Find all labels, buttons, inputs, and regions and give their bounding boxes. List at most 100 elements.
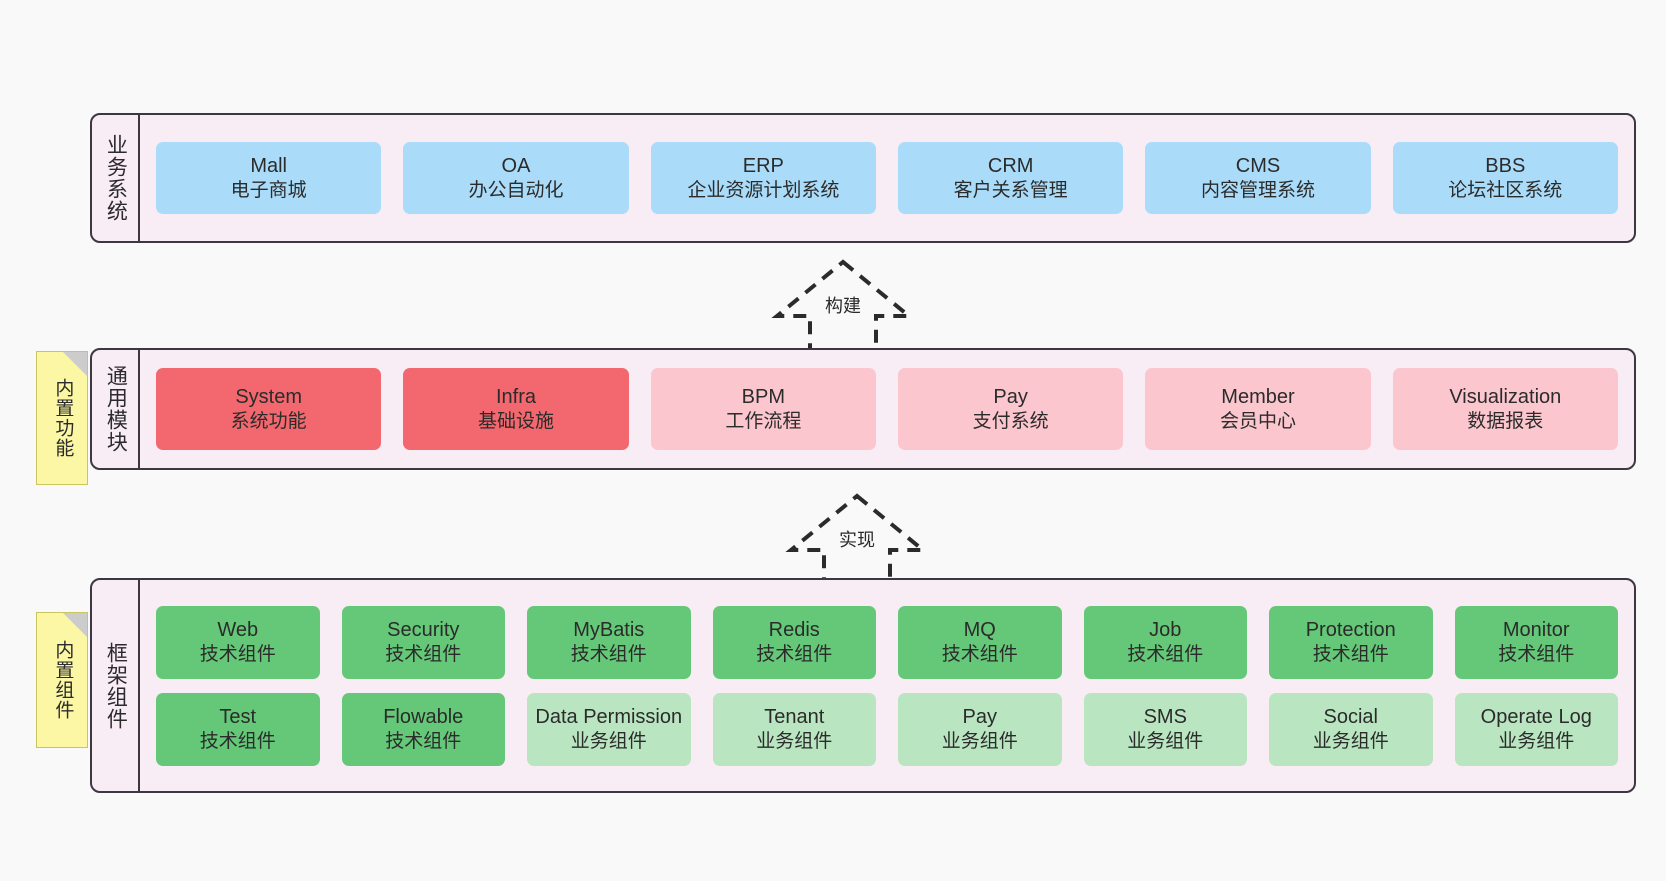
framework-row-business: Test 技术组件 Flowable 技术组件 Data Permission … [156,692,1618,766]
card-subtitle: 支付系统 [972,410,1049,432]
card-visualization[interactable]: Visualization 数据报表 [1392,368,1618,450]
note-builtin-function[interactable]: 内置功能 [36,351,88,485]
card-pay-component[interactable]: Pay 业务组件 [898,692,1062,766]
card-bbs[interactable]: BBS 论坛社区系统 [1392,142,1618,214]
card-subtitle: 客户关系管理 [953,179,1068,201]
common-modules-row: System 系统功能 Infra 基础设施 BPM 工作流程 Pay 支付系统… [156,368,1618,450]
card-subtitle: 数据报表 [1467,410,1544,432]
card-security[interactable]: Security 技术组件 [341,605,505,679]
card-social[interactable]: Social 业务组件 [1269,692,1433,766]
connector-realize: 实现 [772,492,942,592]
card-subtitle: 基础设施 [477,410,554,432]
card-test[interactable]: Test 技术组件 [156,692,320,766]
card-subtitle: 论坛社区系统 [1448,179,1563,201]
layer-body-common-modules: System 系统功能 Infra 基础设施 BPM 工作流程 Pay 支付系统… [140,350,1634,468]
card-subtitle: 系统功能 [230,410,307,432]
card-title: Job [1149,618,1182,641]
card-title: Visualization [1449,385,1562,408]
card-sms[interactable]: SMS 业务组件 [1083,692,1247,766]
card-title: Redis [768,618,820,641]
card-crm[interactable]: CRM 客户关系管理 [897,142,1124,214]
layer-label-framework-components: 框架组件 [92,580,140,791]
layer-body-framework-components: Web 技术组件 Security 技术组件 MyBatis 技术组件 Redi… [140,580,1634,791]
card-subtitle: 技术组件 [199,730,276,752]
card-title: Pay [993,385,1028,408]
card-subtitle: 内容管理系统 [1200,179,1315,201]
card-title: Security [387,618,460,641]
card-subtitle: 技术组件 [570,643,647,665]
note-label: 内置功能 [52,378,74,458]
layer-common-modules: 通用模块 System 系统功能 Infra 基础设施 BPM 工作流程 Pay… [90,348,1636,470]
layer-label-common-modules: 通用模块 [92,350,140,468]
card-redis[interactable]: Redis 技术组件 [712,605,876,679]
card-title: CRM [987,154,1034,177]
card-subtitle: 工作流程 [725,410,802,432]
card-cms[interactable]: CMS 内容管理系统 [1145,142,1371,214]
card-title: OA [501,154,531,177]
card-subtitle: 业务组件 [1498,730,1575,752]
card-member[interactable]: Member 会员中心 [1145,368,1371,450]
card-operate-log[interactable]: Operate Log 业务组件 [1454,692,1618,766]
note-fold-corner-icon [63,613,87,637]
card-mq[interactable]: MQ 技术组件 [898,605,1062,679]
note-label: 内置组件 [52,640,74,720]
connector-realize-label: 实现 [839,530,875,550]
card-subtitle: 办公自动化 [468,179,564,201]
connector-build-label: 构建 [825,296,861,316]
card-subtitle: 会员中心 [1219,410,1296,432]
connector-build: 构建 [758,258,928,358]
card-subtitle: 企业资源计划系统 [687,179,840,201]
card-title: Data Permission [535,705,683,728]
card-title: MyBatis [573,618,645,641]
layer-framework-components: 框架组件 Web 技术组件 Security 技术组件 MyBatis 技术组件… [90,578,1636,793]
card-title: Monitor [1502,618,1570,641]
note-fold-corner-icon [63,352,87,376]
card-subtitle: 技术组件 [1312,643,1389,665]
layer-body-business-systems: Mall 电子商城 OA 办公自动化 ERP 企业资源计划系统 CRM 客户关系… [140,115,1634,241]
card-title: Member [1221,385,1295,408]
card-title: Operate Log [1480,705,1592,728]
card-title: Web [217,618,259,641]
card-title: Test [219,705,257,728]
card-subtitle: 电子商城 [230,179,307,201]
card-title: ERP [742,154,784,177]
card-subtitle: 技术组件 [199,643,276,665]
card-title: System [235,385,302,408]
card-mybatis[interactable]: MyBatis 技术组件 [527,605,691,679]
card-title: Infra [495,385,536,408]
card-pay-module[interactable]: Pay 支付系统 [897,368,1124,450]
card-subtitle: 技术组件 [1498,643,1575,665]
business-systems-row: Mall 电子商城 OA 办公自动化 ERP 企业资源计划系统 CRM 客户关系… [156,142,1618,214]
card-flowable[interactable]: Flowable 技术组件 [341,692,505,766]
card-subtitle: 技术组件 [941,643,1018,665]
card-bpm[interactable]: BPM 工作流程 [650,368,876,450]
card-data-permission[interactable]: Data Permission 业务组件 [527,692,691,766]
card-title: BBS [1485,154,1526,177]
framework-row-technical: Web 技术组件 Security 技术组件 MyBatis 技术组件 Redi… [156,605,1618,679]
card-title: CMS [1235,154,1281,177]
card-tenant[interactable]: Tenant 业务组件 [712,692,876,766]
card-infra[interactable]: Infra 基础设施 [403,368,629,450]
card-mall[interactable]: Mall 电子商城 [156,142,382,214]
card-title: BPM [741,385,785,408]
card-job[interactable]: Job 技术组件 [1083,605,1247,679]
card-subtitle: 业务组件 [756,730,833,752]
card-protection[interactable]: Protection 技术组件 [1269,605,1433,679]
note-builtin-component[interactable]: 内置组件 [36,612,88,748]
card-title: Protection [1305,618,1396,641]
card-subtitle: 业务组件 [1127,730,1204,752]
card-web[interactable]: Web 技术组件 [156,605,320,679]
card-oa[interactable]: OA 办公自动化 [403,142,629,214]
card-subtitle: 技术组件 [1127,643,1204,665]
card-monitor[interactable]: Monitor 技术组件 [1454,605,1618,679]
layer-label-business-systems: 业务系统 [92,115,140,241]
card-title: Social [1323,705,1378,728]
card-title: MQ [963,618,996,641]
card-title: Flowable [383,705,464,728]
card-erp[interactable]: ERP 企业资源计划系统 [650,142,876,214]
card-title: Tenant [764,705,825,728]
card-subtitle: 技术组件 [385,643,462,665]
card-subtitle: 业务组件 [941,730,1018,752]
card-system[interactable]: System 系统功能 [156,368,382,450]
